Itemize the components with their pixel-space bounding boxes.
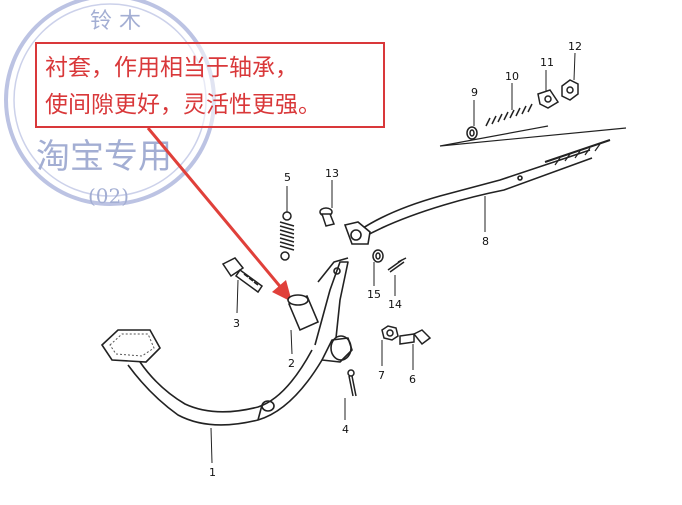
part-label-9: 9 — [471, 86, 478, 99]
part-label-13: 13 — [325, 167, 339, 180]
pivot-bolt — [221, 257, 264, 294]
watermark-seal: 铃 木 淘宝专用 (02) — [4, 0, 216, 208]
watermark-line1: 铃 木 — [90, 9, 141, 34]
small-washer — [372, 249, 384, 263]
brake-pedal — [127, 257, 353, 426]
adjuster-spring — [485, 103, 533, 127]
leader-lines-upper — [439, 125, 627, 147]
leader-lines — [210, 52, 576, 464]
part-label-12: 12 — [568, 40, 582, 53]
adjusting-nut — [561, 79, 579, 101]
part-label-15: 15 — [367, 288, 381, 301]
nut — [381, 325, 399, 341]
part-label-5: 5 — [284, 171, 291, 184]
part-label-2: 2 — [288, 357, 295, 370]
bushing — [287, 294, 320, 332]
part-label-8: 8 — [482, 235, 489, 248]
callout-line-2: 使间隙更好，灵活性更强。 — [45, 92, 321, 118]
clevis-pin — [319, 207, 336, 227]
callout-arrow — [146, 127, 292, 302]
rod-bolt — [399, 329, 432, 346]
part-label-4: 4 — [342, 423, 349, 436]
cotter-pin-lower — [347, 369, 357, 397]
part-label-1: 1 — [209, 466, 216, 479]
callout-line-1: 衬套，作用相当于轴承， — [45, 55, 298, 81]
cotter-pin-upper — [387, 257, 407, 273]
part-label-6: 6 — [409, 373, 416, 386]
adjuster-joint — [537, 89, 560, 109]
washer — [466, 126, 478, 140]
watermark-line3: (02) — [88, 184, 129, 208]
pedal-pad — [100, 329, 161, 363]
annotation-callout: 衬套，作用相当于轴承， 使间隙更好，灵活性更强。 — [35, 42, 385, 128]
part-label-14: 14 — [388, 298, 402, 311]
return-spring — [279, 211, 295, 261]
part-label-7: 7 — [378, 369, 385, 382]
part-label-10: 10 — [505, 70, 519, 83]
brake-rod — [343, 139, 611, 245]
watermark-line2: 淘宝专用 — [36, 137, 172, 177]
part-label-11: 11 — [540, 56, 554, 69]
part-label-3: 3 — [233, 317, 240, 330]
